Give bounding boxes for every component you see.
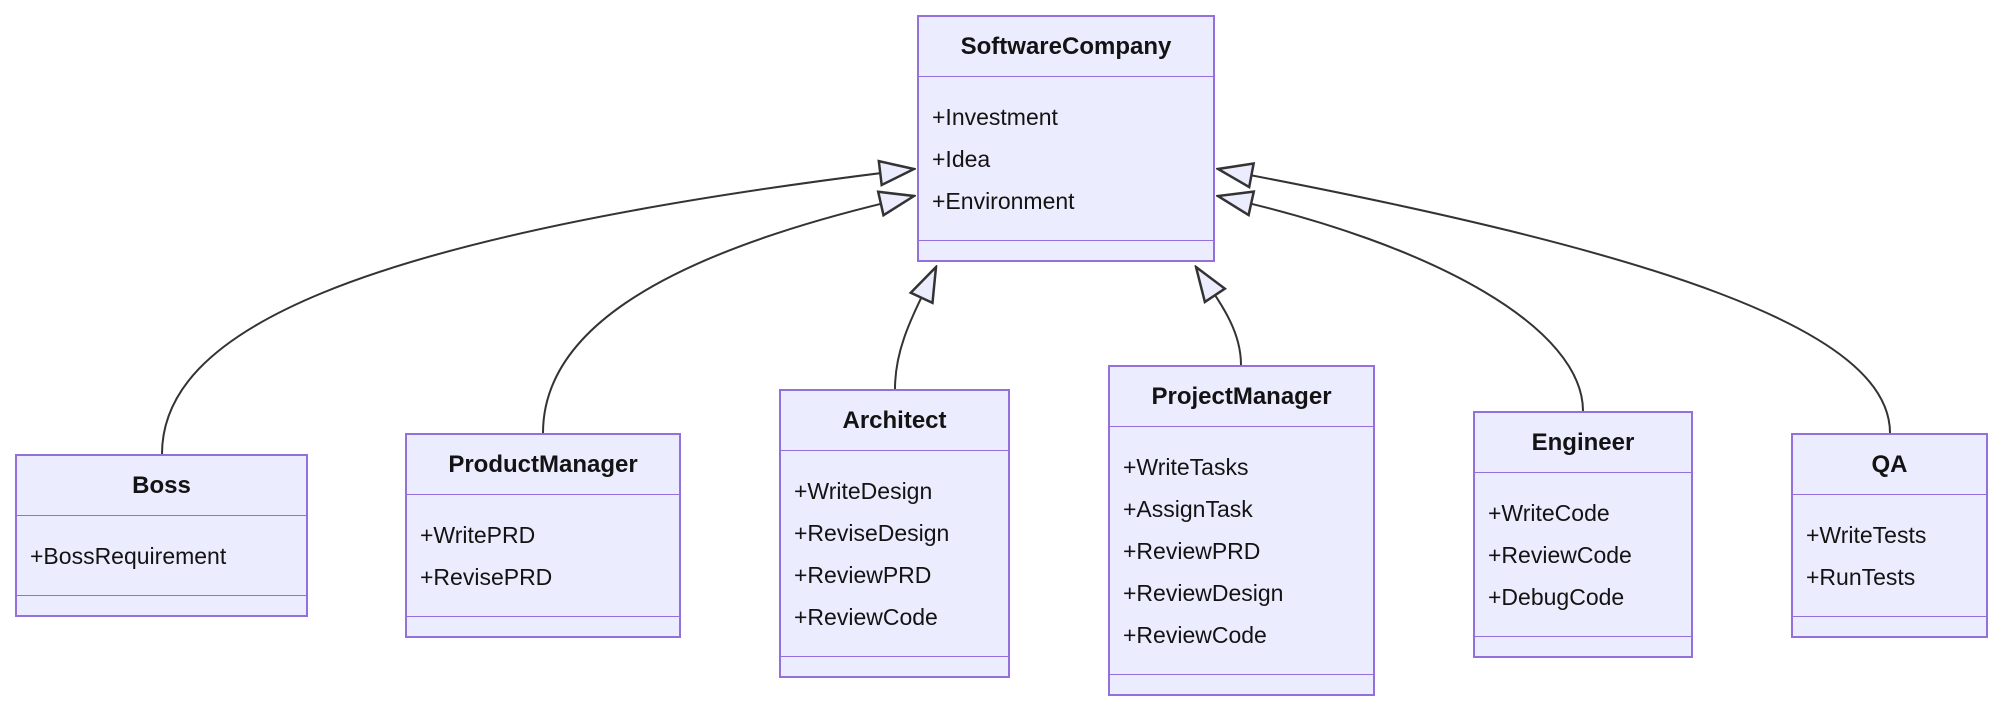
class-methods-empty: [1793, 616, 1986, 636]
class-title: ProductManager: [407, 435, 679, 495]
edge-boss-to-softwarecompany: [161, 169, 914, 455]
attribute: +ReviseDesign: [794, 520, 950, 546]
class-title: Boss: [17, 456, 306, 516]
attribute: +ReviewCode: [1123, 622, 1267, 648]
attribute: +ReviewDesign: [1123, 580, 1284, 606]
attribute: +WritePRD: [420, 522, 536, 548]
class-methods-empty: [1475, 636, 1691, 656]
class-attributes: +Investment +Idea +Environment: [919, 77, 1213, 240]
edge-projectmanager-to-softwarecompany: [1196, 267, 1242, 366]
edge-qa-to-softwarecompany: [1218, 169, 1891, 434]
attribute: +BossRequirement: [30, 543, 227, 569]
attribute: +Environment: [932, 188, 1075, 214]
class-box-projectmanager: ProjectManager +WriteTasks +AssignTask +…: [1108, 365, 1375, 696]
attribute: +WriteTasks: [1123, 454, 1249, 480]
attribute: +DebugCode: [1488, 584, 1625, 610]
attribute: +ReviewCode: [794, 604, 938, 630]
class-box-softwarecompany: SoftwareCompany +Investment +Idea +Envir…: [917, 15, 1215, 262]
attribute: +WriteCode: [1488, 500, 1610, 526]
class-methods-empty: [919, 240, 1213, 260]
attribute: +Investment: [932, 104, 1058, 130]
class-attributes: +BossRequirement: [17, 516, 306, 595]
edge-architect-to-softwarecompany: [894, 267, 936, 390]
class-methods-empty: [781, 656, 1008, 676]
class-title: QA: [1793, 435, 1986, 495]
attribute: +ReviewCode: [1488, 542, 1632, 568]
class-title: Architect: [781, 391, 1008, 451]
class-title: Engineer: [1475, 413, 1691, 473]
class-box-boss: Boss +BossRequirement: [15, 454, 308, 617]
attribute: +Idea: [932, 146, 991, 172]
class-attributes: +WriteDesign +ReviseDesign +ReviewPRD +R…: [781, 451, 1008, 656]
class-methods-empty: [17, 595, 306, 615]
class-box-architect: Architect +WriteDesign +ReviseDesign +Re…: [779, 389, 1010, 678]
attribute: +ReviewPRD: [1123, 538, 1261, 564]
class-attributes: +WriteTests +RunTests: [1793, 495, 1986, 616]
class-attributes: +WritePRD +RevisePRD: [407, 495, 679, 616]
class-attributes: +WriteTasks +AssignTask +ReviewPRD +Revi…: [1110, 427, 1373, 674]
attribute: +WriteTests: [1806, 522, 1927, 548]
class-methods-empty: [1110, 674, 1373, 694]
class-box-productmanager: ProductManager +WritePRD +RevisePRD: [405, 433, 681, 638]
attribute: +RevisePRD: [420, 564, 553, 590]
edge-productmanager-to-softwarecompany: [542, 196, 914, 434]
edge-engineer-to-softwarecompany: [1218, 196, 1584, 412]
attribute: +AssignTask: [1123, 496, 1253, 522]
attribute: +RunTests: [1806, 564, 1916, 590]
class-box-engineer: Engineer +WriteCode +ReviewCode +DebugCo…: [1473, 411, 1693, 658]
class-title: SoftwareCompany: [919, 17, 1213, 77]
class-methods-empty: [407, 616, 679, 636]
class-title: ProjectManager: [1110, 367, 1373, 427]
attribute: +WriteDesign: [794, 478, 933, 504]
class-box-qa: QA +WriteTests +RunTests: [1791, 433, 1988, 638]
class-attributes: +WriteCode +ReviewCode +DebugCode: [1475, 473, 1691, 636]
attribute: +ReviewPRD: [794, 562, 932, 588]
